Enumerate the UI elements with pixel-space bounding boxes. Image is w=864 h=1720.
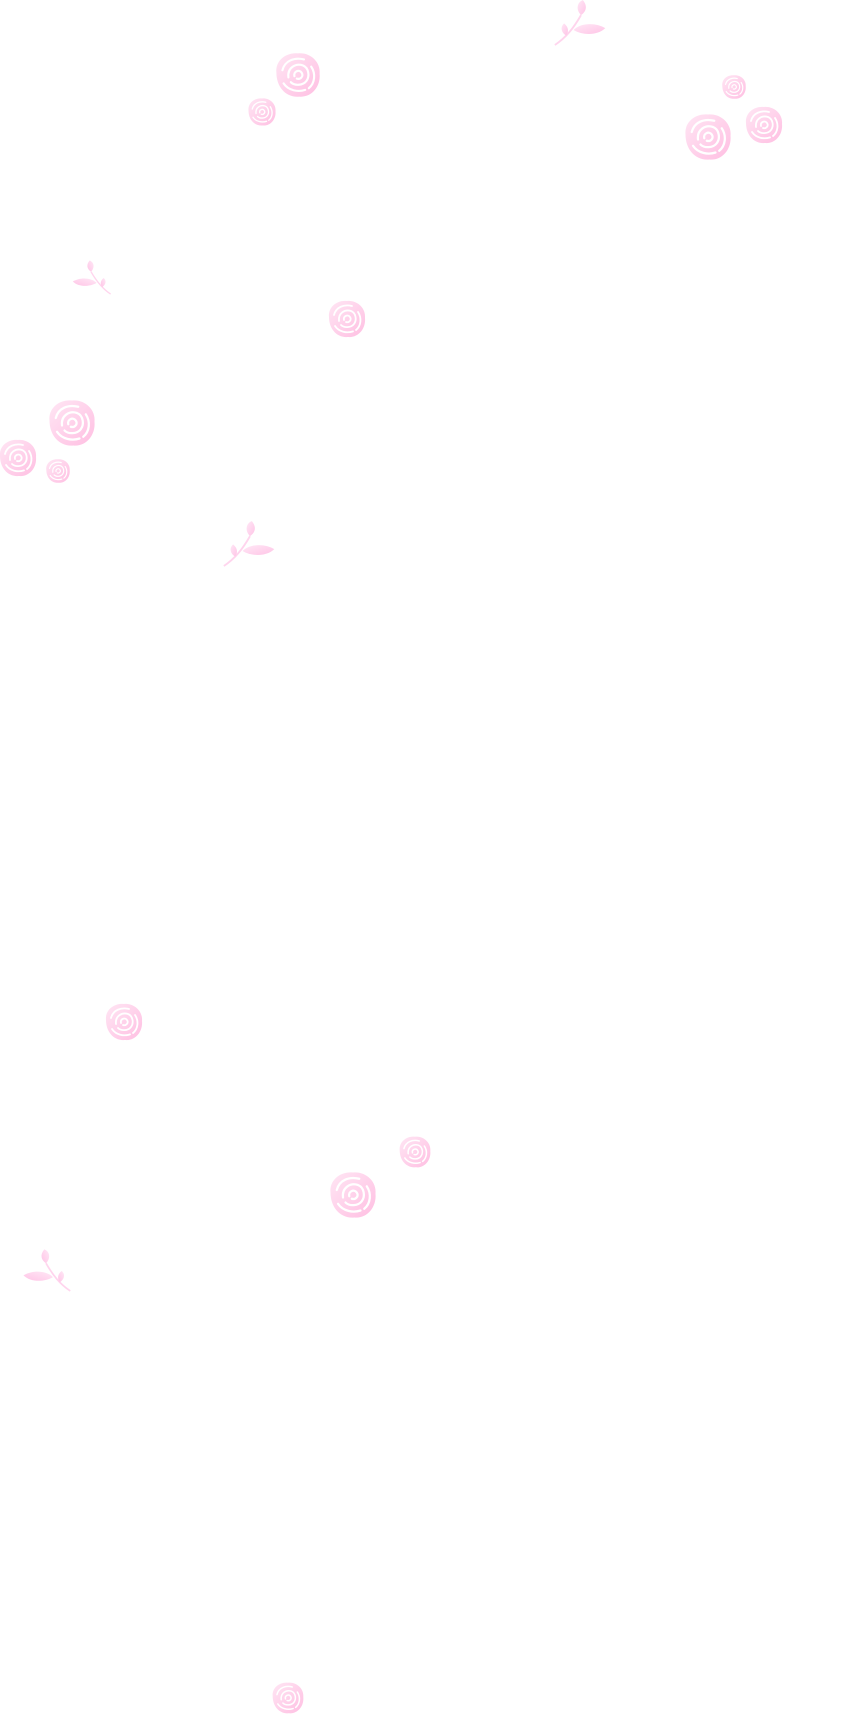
leaf-sprig-icon (71, 259, 112, 296)
rose-icon (745, 106, 783, 144)
leaf-sprig-icon (222, 521, 276, 567)
roses (0, 52, 783, 1715)
rose-icon (48, 399, 96, 447)
rose-icon (0, 439, 37, 477)
leaf-sprig-icon (22, 1248, 72, 1292)
rose-icon (247, 97, 277, 127)
rose-icon (328, 300, 366, 338)
sprigs (22, 0, 607, 1292)
rose-icon (329, 1171, 377, 1219)
rose-icon (275, 52, 321, 98)
rose-icon (105, 1003, 143, 1041)
leaf-sprig-icon (553, 0, 607, 46)
rose-icon (721, 74, 747, 100)
rose-icon (45, 458, 71, 484)
rose-icon (398, 1135, 432, 1169)
rose-icon (271, 1681, 305, 1715)
rose-icon (684, 113, 732, 161)
